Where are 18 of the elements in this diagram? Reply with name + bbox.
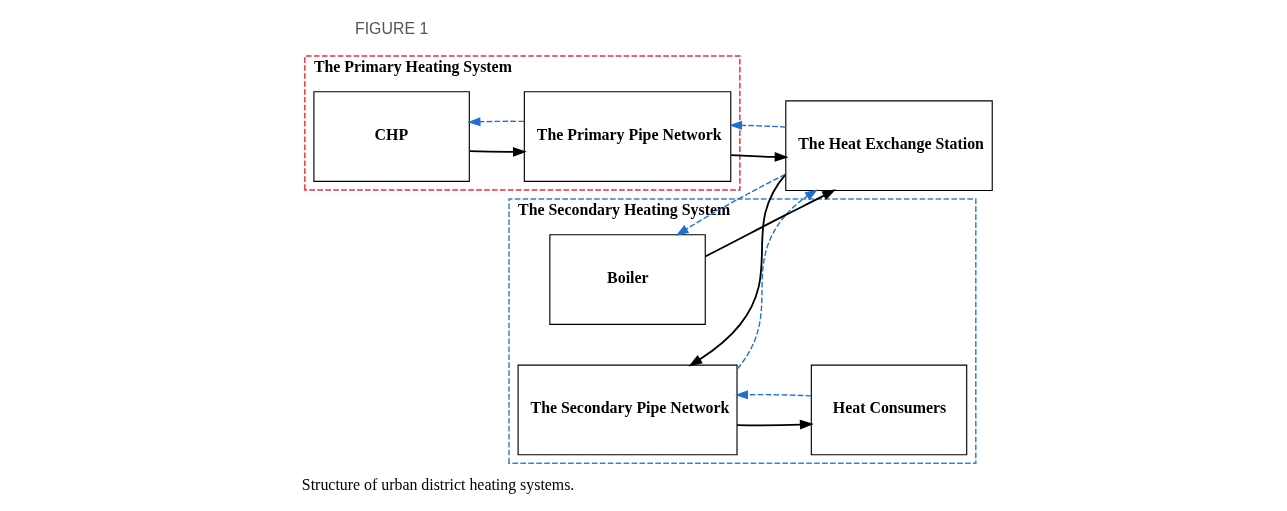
label: FIGURE 1 bbox=[354, 19, 428, 37]
node-box: CHP bbox=[312, 90, 470, 182]
node-box: The Secondary Pipe Network bbox=[517, 364, 738, 455]
arrow bbox=[675, 173, 786, 236]
arrow bbox=[468, 146, 527, 157]
arrow bbox=[728, 120, 786, 130]
arrow bbox=[704, 188, 836, 257]
node-box: The Heat Exchange Station bbox=[784, 99, 993, 191]
arrow bbox=[688, 172, 786, 367]
arrow bbox=[729, 151, 788, 162]
arrow bbox=[736, 188, 818, 370]
arrow bbox=[467, 116, 525, 126]
arrow bbox=[735, 419, 814, 429]
node-box: The Primary Pipe Network bbox=[523, 90, 731, 182]
caption: Structure of urban district heating systems. bbox=[301, 475, 574, 493]
node-box: Heat Consumers bbox=[810, 364, 967, 455]
arrow bbox=[734, 389, 812, 399]
node-box: Boiler bbox=[548, 233, 706, 325]
